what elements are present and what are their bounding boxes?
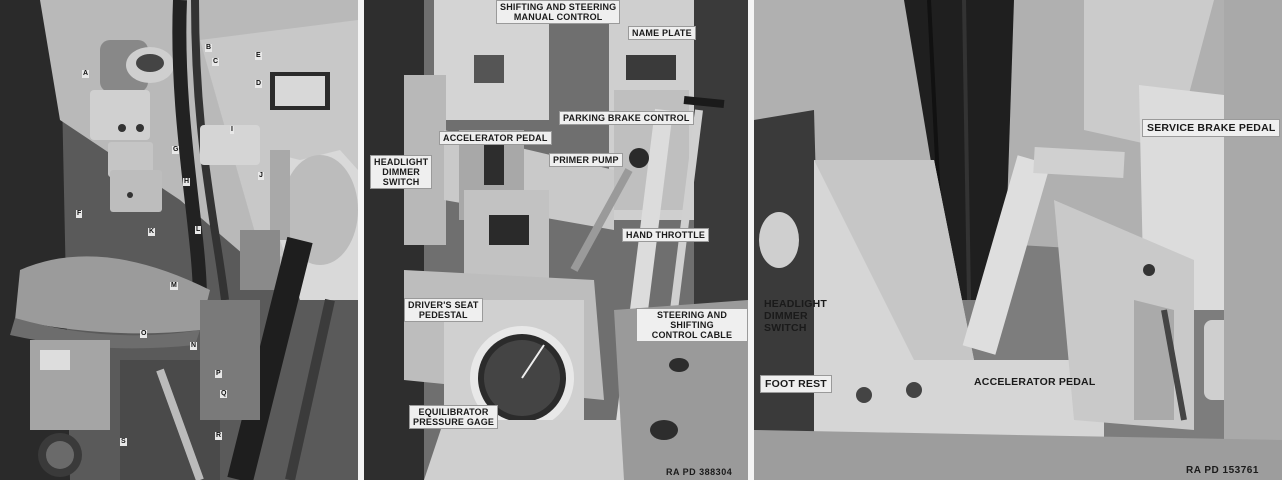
left-photo-panel: A B C D E F G H I J K L M N O P Q R S [0,0,358,480]
label-headlight-dimmer-switch: HEADLIGHT DIMMER SWITCH [370,155,433,189]
callout-letter: E [255,52,262,60]
callout-letter: P [215,370,222,378]
callout-letter: F [76,210,83,218]
label-accelerator-pedal: ACCELERATOR PEDAL [439,131,552,145]
figure-reference: RA PD 388304 [666,467,733,477]
label-foot-rest: FOOT REST [760,375,832,393]
right-photo-panel: SERVICE BRAKE PEDAL HEADLIGHT DIMMER SWI… [754,0,1282,480]
right-photo-drawing [754,0,1282,480]
label-steering-shifting-cable: STEERING AND SHIFTING CONTROL CABLE [636,308,748,342]
figure-reference: RA PD 153761 [1186,465,1259,476]
callout-letter: B [205,44,213,52]
label-name-plate: NAME PLATE [628,26,696,40]
label-parking-brake-control: PARKING BRAKE CONTROL [559,111,694,125]
label-hand-throttle: HAND THROTTLE [622,228,710,242]
label-shifting-steering-control: SHIFTING AND STEERING MANUAL CONTROL [496,0,621,24]
callout-letter: A [82,70,90,78]
callout-letter: I [230,126,234,134]
callout-letter: H [183,178,191,186]
label-equilibrator-pressure-gage: EQUILIBRATOR PRESSURE GAGE [409,405,499,429]
callout-letter: N [190,342,198,350]
callout-letter: L [195,226,202,234]
panel-divider [358,0,364,480]
callout-letter: J [258,172,264,180]
label-service-brake-pedal: SERVICE BRAKE PEDAL [1142,119,1281,137]
label-headlight-dimmer-switch: HEADLIGHT DIMMER SWITCH [764,298,828,334]
label-drivers-seat-pedestal: DRIVER'S SEAT PEDESTAL [404,298,483,322]
callout-letter: O [140,330,148,338]
callout-letter: K [148,228,156,236]
callout-letter: S [120,438,127,446]
left-photo-drawing [0,0,358,480]
callout-letter: R [215,432,223,440]
label-primer-pump: PRIMER PUMP [549,153,623,167]
middle-photo-panel: SHIFTING AND STEERING MANUAL CONTROL NAM… [364,0,748,480]
callout-letter: Q [220,390,228,398]
callout-letter: D [255,80,263,88]
label-accelerator-pedal: ACCELERATOR PEDAL [974,376,1096,388]
callout-letter: M [170,282,178,290]
callout-letter: C [212,58,220,66]
panel-divider [748,0,754,480]
callout-letter: G [172,146,180,154]
